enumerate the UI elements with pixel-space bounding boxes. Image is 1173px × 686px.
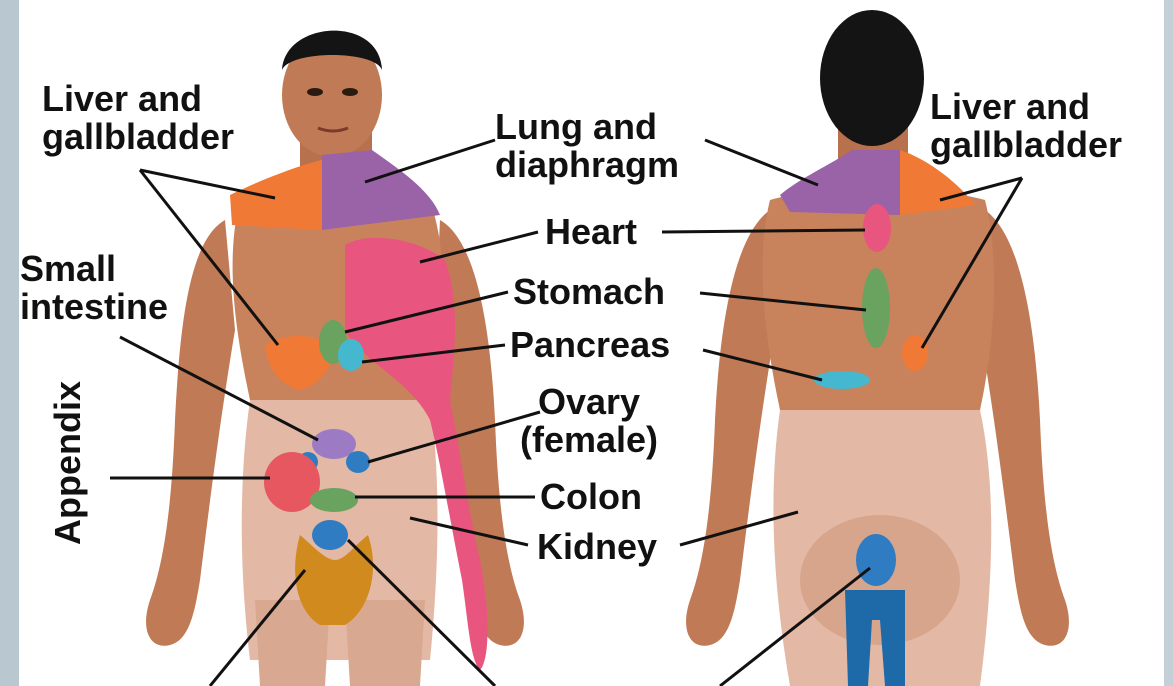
front-liver-zone-shoulder: [230, 160, 322, 230]
front-kidney-zone: [312, 520, 348, 550]
line-heart-back: [662, 230, 865, 232]
label-lung-diaphragm: Lung and diaphragm: [495, 108, 679, 184]
label-line: Liver and: [930, 88, 1122, 126]
label-kidney: Kidney: [537, 528, 657, 566]
back-pancreas-zone: [814, 371, 870, 389]
label-line: gallbladder: [42, 118, 234, 156]
front-eye-left: [307, 88, 323, 96]
label-line: diaphragm: [495, 146, 679, 184]
back-kidney-zone: [856, 534, 896, 586]
back-heart-zone: [863, 204, 891, 252]
label-line: (female): [520, 421, 658, 459]
label-small-intestine: Small intestine: [20, 250, 168, 326]
front-ovary-zone-right: [346, 451, 370, 473]
label-line: Ovary: [520, 383, 658, 421]
front-colon-zone: [310, 488, 358, 512]
back-lung-zone: [780, 150, 900, 215]
label-liver-gallbladder-back: Liver and gallbladder: [930, 88, 1122, 164]
front-pancreas-zone: [338, 339, 364, 371]
back-right-arm: [686, 210, 775, 646]
back-stomach-zone: [862, 268, 890, 348]
line-lung-back: [705, 140, 818, 185]
back-head: [820, 10, 924, 146]
back-liver-zone: [902, 335, 928, 371]
label-pancreas: Pancreas: [510, 326, 670, 364]
label-liver-gallbladder-front: Liver and gallbladder: [42, 80, 234, 156]
label-line: gallbladder: [930, 126, 1122, 164]
label-line: Liver and: [42, 80, 234, 118]
label-stomach: Stomach: [513, 273, 665, 311]
front-eye-right: [342, 88, 358, 96]
label-colon: Colon: [540, 478, 642, 516]
label-heart: Heart: [545, 213, 637, 251]
label-line: Lung and: [495, 108, 679, 146]
label-ovary: Ovary (female): [520, 383, 658, 459]
label-line: intestine: [20, 288, 168, 326]
label-line: Small: [20, 250, 168, 288]
label-appendix: Appendix: [47, 381, 89, 545]
